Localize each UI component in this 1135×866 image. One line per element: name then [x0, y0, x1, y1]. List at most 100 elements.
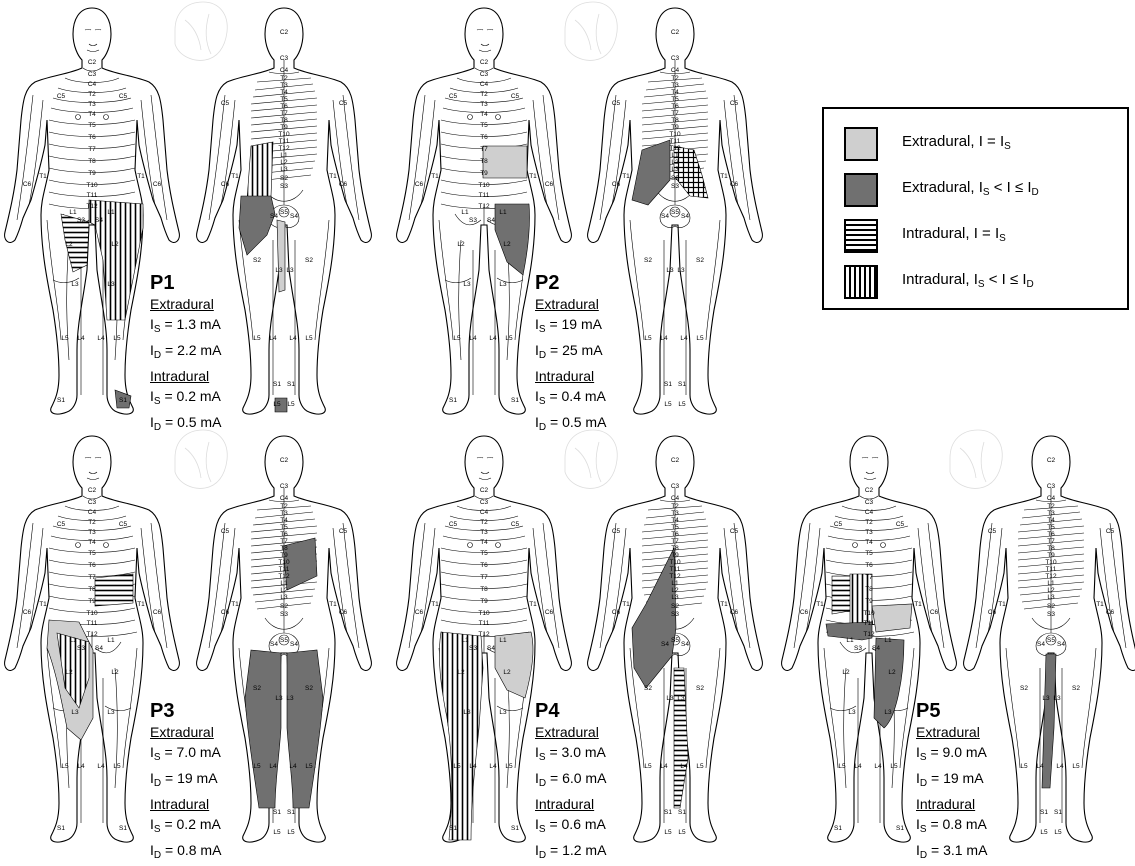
front-dermatome-label: L1 — [846, 637, 854, 644]
front-dermatome-label: C3 — [865, 499, 874, 506]
back-dermatome-label: L2 — [671, 587, 679, 594]
front-dermatome-label: S4 — [487, 217, 495, 224]
front-dermatome-label: T5 — [480, 550, 488, 557]
back-dermatome-label: S1 — [273, 381, 281, 388]
back-dermatome-label: C3 — [280, 55, 289, 62]
front-dermatome-label: L2 — [457, 669, 465, 676]
back-dermatome-label: L1 — [280, 152, 288, 159]
back-dermatome-label: S4 — [290, 641, 298, 648]
back-dermatome-label: C3 — [280, 483, 289, 490]
front-dermatome-label: S3 — [469, 217, 477, 224]
front-dermatome-label: S1 — [511, 397, 519, 404]
front-dermatome-label: L5 — [113, 763, 121, 770]
panel-title: P2 — [535, 272, 655, 294]
back-dermatome-label: L3 — [286, 267, 294, 274]
front-dermatome-label: T5 — [88, 122, 96, 129]
back-dermatome-label: S4 — [661, 641, 669, 648]
back-dermatome-label: T6 — [280, 103, 288, 110]
back-dermatome-label: S1 — [287, 809, 295, 816]
legend-sub: S — [1004, 141, 1011, 152]
back-dermatome-label: C4 — [671, 495, 680, 502]
front-dermatome-label: L1 — [69, 637, 77, 644]
back-dermatome-label: L3 — [677, 267, 685, 274]
front-dermatome-label: C2 — [480, 487, 489, 494]
back-dermatome-label: T12 — [278, 145, 290, 152]
back-dermatome-label: C6 — [612, 609, 621, 616]
panel-p2-stats: P2 Extradural IS = 19 mA ID = 25 mA Intr… — [535, 272, 655, 438]
front-dermatome-label: T3 — [88, 529, 96, 536]
back-dermatome-label: L5 — [287, 829, 295, 836]
front-dermatome-label: S1 — [119, 397, 127, 404]
back-dermatome-label: T11 — [279, 138, 290, 145]
back-dermatome-label: L5 — [287, 401, 295, 408]
intradural-id-value: = 1.2 mA — [550, 842, 606, 858]
back-dermatome-label: S2 — [1020, 685, 1028, 692]
back-dermatome-label: C3 — [1047, 483, 1056, 490]
intradural-heading: Intradural — [150, 794, 270, 814]
front-dermatome-label: S3 — [77, 217, 85, 224]
front-dermatome-label: L4 — [489, 763, 497, 770]
front-dermatome-label: T7 — [480, 574, 488, 581]
front-dermatome-label: T9 — [480, 170, 488, 177]
front-dermatome-label: S4 — [95, 217, 103, 224]
back-dermatome-label: C6 — [339, 181, 348, 188]
front-dermatome-label: L5 — [453, 335, 461, 342]
p1-side-head — [175, 2, 227, 60]
front-dermatome-label: T1 — [39, 173, 47, 180]
front-dermatome-label: C5 — [896, 521, 905, 528]
extradural-is-value: = 3.0 mA — [549, 744, 605, 760]
back-dermatome-label: S5 — [280, 637, 288, 644]
back-dermatome-label: C3 — [671, 55, 680, 62]
front-dermatome-label: L3 — [499, 709, 507, 716]
back-dermatome-label: S1 — [678, 381, 686, 388]
front-dermatome-label: T8 — [88, 586, 96, 593]
p3-side-head — [175, 430, 227, 488]
front-dermatome-label: C5 — [57, 93, 66, 100]
legend-label: Extradural, I — [902, 179, 983, 196]
back-dermatome-label: T4 — [280, 89, 288, 96]
back-dermatome-label: S2 — [644, 685, 652, 692]
back-dermatome-label: C5 — [1106, 528, 1115, 535]
front-dermatome-label: C6 — [23, 609, 32, 616]
front-dermatome-label: C2 — [865, 487, 874, 494]
front-dermatome-label: T1 — [431, 601, 439, 608]
front-dermatome-label: C3 — [480, 71, 489, 78]
back-dermatome-label: S5 — [280, 209, 288, 216]
back-dermatome-label: T1 — [720, 601, 728, 608]
back-dermatome-label: T2 — [671, 75, 679, 82]
front-dermatome-label: L3 — [71, 281, 79, 288]
front-dermatome-label: T1 — [529, 601, 537, 608]
back-dermatome-label: C4 — [671, 67, 680, 74]
front-dermatome-label: L1 — [107, 209, 115, 216]
front-dermatome-label: L4 — [874, 763, 882, 770]
back-dermatome-label: T11 — [279, 566, 290, 573]
extradural-id-value: = 2.2 mA — [165, 342, 221, 358]
front-dermatome-label: T6 — [480, 562, 488, 569]
front-dermatome-label: C6 — [415, 181, 424, 188]
legend-mid: < I ≤ I — [985, 271, 1027, 288]
back-dermatome-label: S1 — [1040, 809, 1048, 816]
front-dermatome-label: T12 — [86, 203, 98, 210]
back-dermatome-label: C6 — [339, 609, 348, 616]
intradural-is-value: = 0.6 mA — [549, 816, 605, 832]
p3-intra-is-region — [95, 574, 133, 606]
back-dermatome-label: L5 — [696, 335, 704, 342]
back-dermatome-label: T1 — [622, 601, 630, 608]
back-dermatome-label: T2 — [280, 75, 288, 82]
panel-p4-stats: P4 Extradural IS = 3.0 mA ID = 6.0 mA In… — [535, 700, 655, 866]
back-dermatome-label: T7 — [280, 538, 288, 545]
back-dermatome-label: T4 — [671, 517, 679, 524]
front-dermatome-label: T12 — [863, 631, 875, 638]
front-dermatome-label: C5 — [834, 521, 843, 528]
intradural-heading: Intradural — [535, 794, 655, 814]
legend-sub: S — [978, 279, 985, 290]
back-dermatome-label: T2 — [280, 503, 288, 510]
back-dermatome-label: T8 — [1047, 545, 1055, 552]
front-dermatome-label: T1 — [137, 173, 145, 180]
back-dermatome-label: T1 — [329, 173, 337, 180]
back-dermatome-label: T5 — [671, 524, 679, 531]
p1-back-intra-id — [247, 142, 273, 200]
extradural-id-value: = 19 mA — [165, 770, 218, 786]
front-dermatome-label: T6 — [865, 562, 873, 569]
back-dermatome-label: L4 — [289, 763, 297, 770]
